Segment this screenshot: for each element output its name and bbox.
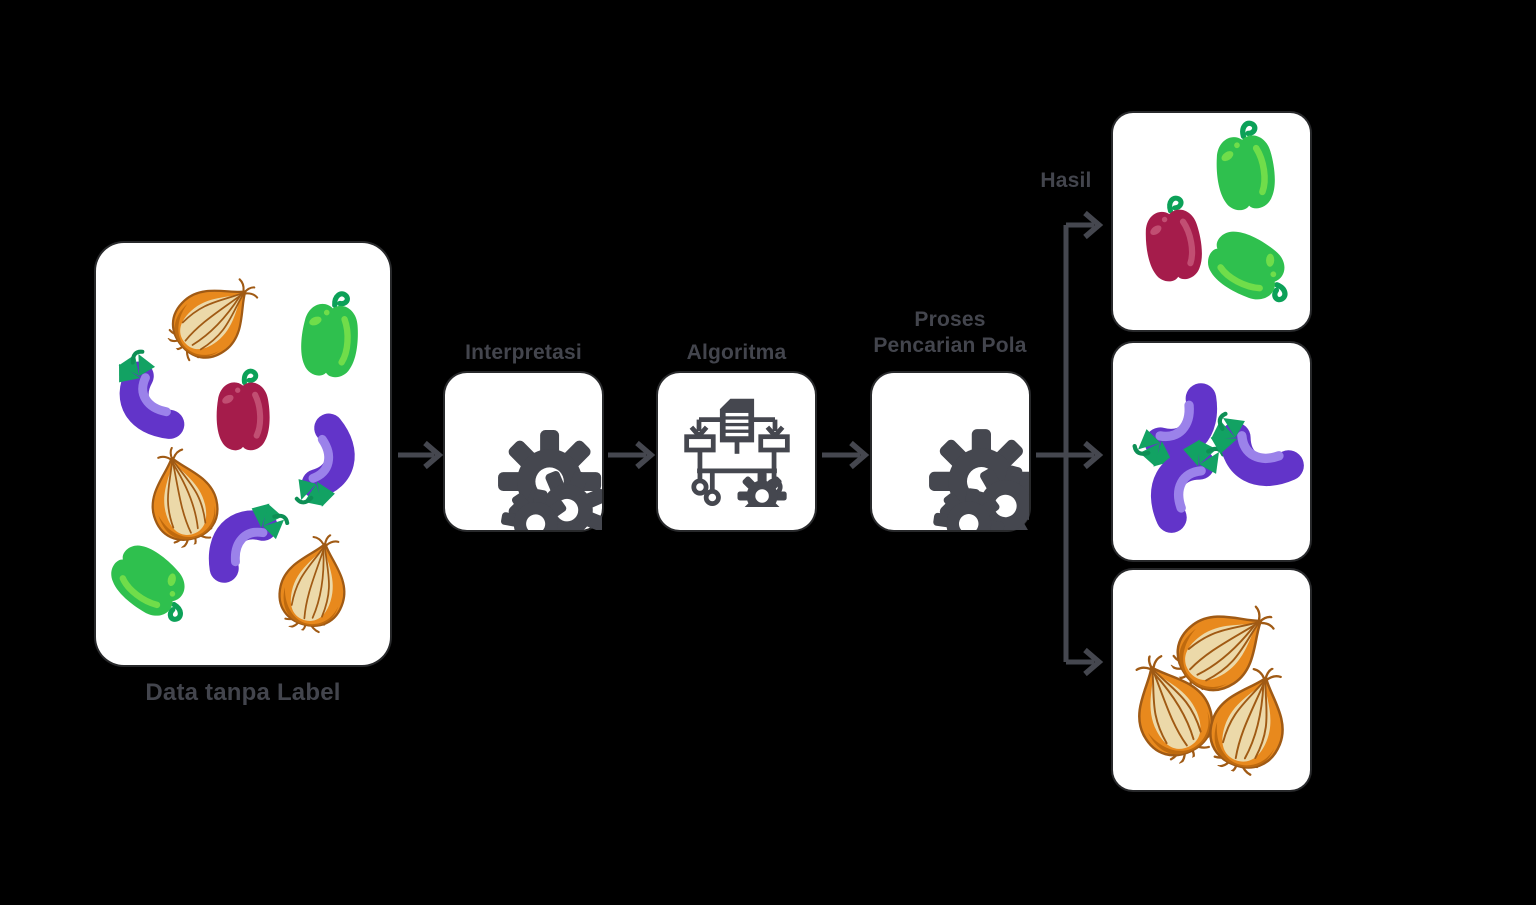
arrowhead-right-icon — [423, 440, 444, 470]
result-box-peppers — [1113, 113, 1310, 330]
result-box-onions — [1113, 570, 1310, 790]
gears-icon — [445, 373, 602, 530]
pepper-green-illustration — [285, 285, 374, 385]
result-box-eggplants — [1113, 343, 1310, 560]
pepper-green-illustration — [1199, 116, 1290, 218]
step-label-proses-pencarian-pola: Proses Pencarian Pola — [852, 307, 1048, 359]
step-label-interpretasi: Interpretasi — [465, 341, 582, 364]
result-label: Hasil — [1040, 169, 1092, 192]
arrowhead-right-icon — [1083, 440, 1104, 470]
unlabeled-data-box — [96, 243, 390, 665]
arrowhead-right-icon — [635, 440, 656, 470]
step-label-line2: Pencarian Pola — [873, 334, 1027, 357]
interpretasi-box — [445, 373, 602, 530]
algoritma-box — [658, 373, 815, 530]
step-label-line1: Proses — [914, 308, 986, 331]
gears-icon — [872, 373, 1029, 530]
arrowhead-right-icon — [1083, 210, 1104, 240]
arrowhead-right-icon — [1083, 647, 1104, 677]
unlabeled-data-label: Data tanpa Label — [145, 679, 341, 706]
proses-pencarian-pola-box — [872, 373, 1029, 530]
step-label-algoritma: Algoritma — [686, 341, 787, 364]
arrowhead-right-icon — [849, 440, 870, 470]
flowchart-icon — [684, 398, 790, 507]
